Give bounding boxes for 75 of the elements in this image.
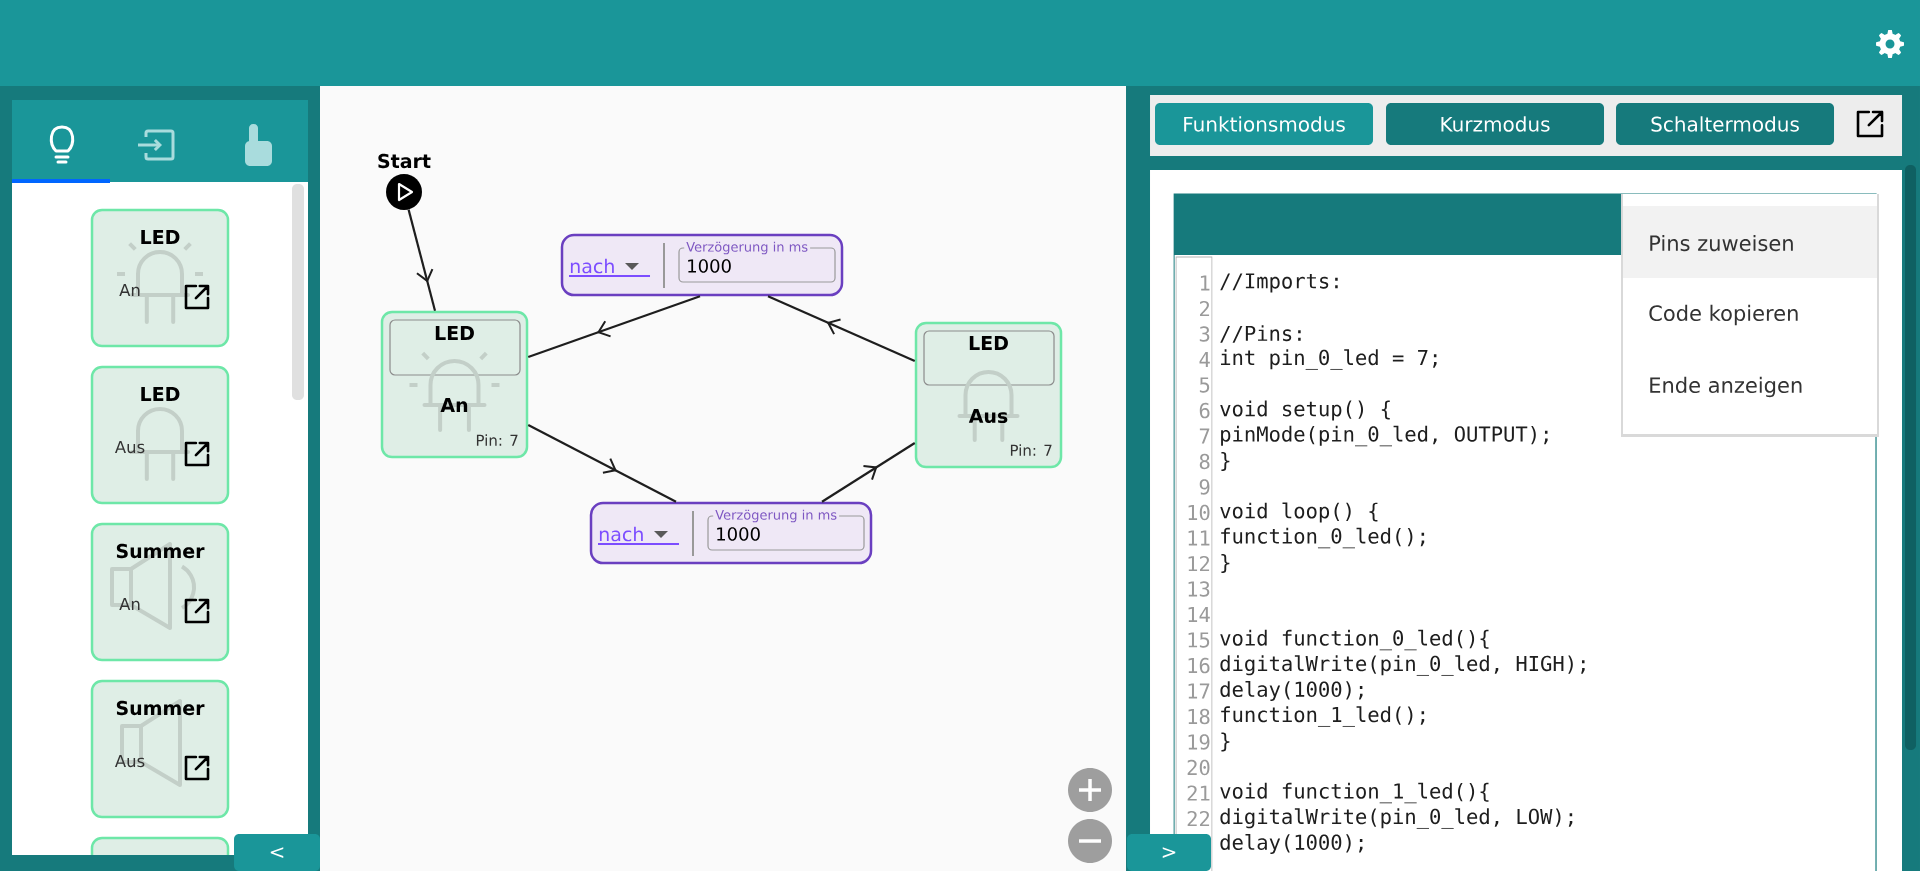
component-card — [90, 208, 230, 348]
card-subtitle: An — [119, 598, 140, 610]
code-line: delay(1000); — [1220, 834, 1363, 854]
line-number: 13 — [1188, 581, 1210, 597]
code-line: } — [1221, 452, 1230, 471]
line-number: 10 — [1188, 504, 1210, 521]
pin-label: Pin: 7 — [476, 434, 518, 446]
state-name: Aus — [968, 408, 1008, 424]
card-title: LED — [141, 230, 180, 244]
line-number: 4 — [1199, 352, 1210, 367]
line-number: 9 — [1199, 479, 1210, 495]
line-number: 15 — [1188, 632, 1210, 648]
state-name: An — [440, 398, 468, 412]
pin-label: Pin: 7 — [1010, 444, 1052, 456]
component-card — [90, 522, 230, 662]
mode-button: Schaltermodus — [1616, 103, 1834, 145]
code-line: void function_1_led(){ — [1220, 782, 1489, 804]
state-box — [914, 321, 1063, 469]
input-field: Verzögerung in ms 1000 — [678, 240, 836, 283]
line-number: 18 — [1188, 708, 1210, 725]
code-line: } — [1221, 554, 1230, 573]
card-subtitle: Aus — [114, 754, 145, 768]
state-box — [380, 310, 529, 459]
collapse-button: < — [234, 834, 320, 871]
line-number: 20 — [1187, 759, 1210, 776]
delay-box — [589, 501, 873, 565]
code-line: //Imports: — [1220, 273, 1338, 293]
code-line: void function_0_led(){ — [1220, 629, 1489, 651]
card-title: Summer — [116, 700, 205, 716]
menu-item: Ende anzeigen — [1650, 376, 1802, 398]
card-subtitle: An — [119, 284, 140, 296]
state-title: LED — [435, 326, 474, 340]
line-number: 12 — [1188, 555, 1210, 572]
line-number: 7 — [1199, 428, 1210, 444]
collapse-button: > — [1127, 834, 1211, 871]
line-number: 21 — [1187, 785, 1210, 801]
dropdown: nach — [597, 526, 680, 545]
code-line: //Pins: — [1220, 325, 1301, 343]
state-title: LED — [969, 336, 1008, 350]
start-label: Start — [378, 153, 431, 169]
code-line: pinMode(pin_0_led, OUTPUT); — [1221, 425, 1548, 447]
code-line: digitalWrite(pin_0_led, HIGH); — [1220, 655, 1585, 676]
menu-item: Code kopieren — [1649, 304, 1798, 326]
line-number: 16 — [1188, 657, 1210, 674]
code-line: function_0_led(); — [1221, 527, 1425, 549]
line-number: 11 — [1188, 530, 1210, 546]
line-number: 8 — [1199, 453, 1210, 470]
menu-item: Pins zuweisen — [1623, 206, 1877, 278]
code-line: void loop() { — [1220, 502, 1378, 523]
input-field: Verzögerung in ms 1000 — [707, 508, 865, 551]
card-outline — [90, 836, 230, 855]
card-title: Summer — [116, 543, 205, 559]
card-subtitle: Aus — [114, 440, 145, 454]
line-number: 17 — [1188, 683, 1210, 699]
mode-button: Kurzmodus — [1386, 103, 1604, 145]
code-line: void setup() { — [1220, 400, 1390, 421]
line-number: 19 — [1188, 734, 1210, 750]
mode-button: Funktionsmodus — [1155, 103, 1373, 145]
line-number: 22 — [1187, 810, 1210, 827]
code-line: function_1_led(); — [1221, 706, 1425, 727]
code-line: digitalWrite(pin_0_led, LOW); — [1220, 808, 1573, 829]
line-number: 1 — [1200, 275, 1210, 291]
line-number: 3 — [1199, 326, 1210, 342]
code-line: } — [1221, 732, 1230, 752]
code-line: delay(1000); — [1220, 681, 1363, 701]
component-card — [90, 365, 230, 505]
line-number: 2 — [1200, 300, 1210, 317]
dropdown: nach — [568, 258, 651, 277]
code-line: int pin_0_led = 7; — [1221, 349, 1437, 370]
line-number: 6 — [1199, 402, 1210, 419]
delay-box — [560, 233, 844, 297]
card-title: LED — [141, 387, 180, 401]
component-card — [90, 679, 230, 819]
line-number: 14 — [1188, 607, 1210, 622]
line-number: 5 — [1199, 377, 1210, 393]
